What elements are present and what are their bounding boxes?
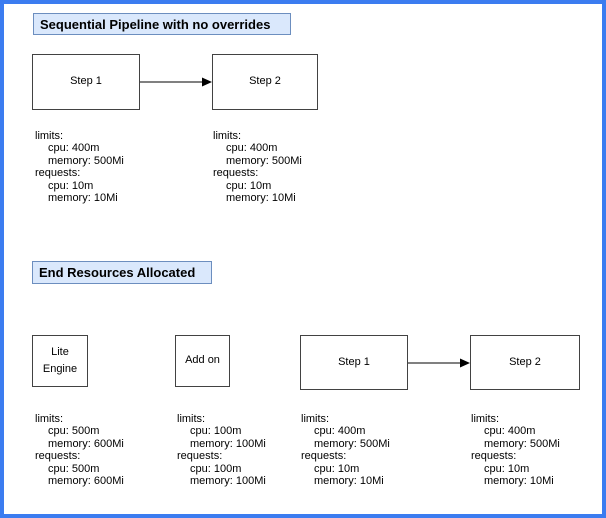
- res-line: memory: 500Mi: [314, 437, 390, 450]
- resources-step2-bottom: limits: cpu: 400m memory: 500Mi requests…: [471, 413, 560, 487]
- node-step1-top: Step 1: [32, 54, 140, 110]
- resources-step1-top: limits: cpu: 400m memory: 500Mi requests…: [35, 130, 124, 204]
- res-line: memory: 500Mi: [226, 154, 302, 167]
- resources-step2-top: limits: cpu: 400m memory: 500Mi requests…: [213, 130, 302, 204]
- node-step2-bottom-label: Step 2: [509, 355, 541, 368]
- node-lite-engine: Lite Engine: [32, 335, 88, 387]
- res-line: memory: 600Mi: [48, 437, 124, 450]
- res-line: limits:: [301, 413, 330, 425]
- res-line: requests:: [177, 450, 223, 463]
- arrow-step1-to-step2-bottom: [408, 358, 470, 368]
- res-line: cpu: 10m: [48, 179, 94, 192]
- res-line: cpu: 400m: [484, 425, 536, 438]
- res-line: cpu: 400m: [48, 142, 100, 155]
- res-line: memory: 10Mi: [226, 192, 296, 205]
- res-line: memory: 500Mi: [48, 154, 124, 167]
- res-line: requests:: [213, 167, 259, 180]
- res-line: cpu: 10m: [314, 462, 360, 475]
- section1-title: Sequential Pipeline with no overrides: [33, 13, 291, 35]
- res-line: cpu: 500m: [48, 462, 100, 475]
- res-line: cpu: 400m: [314, 425, 366, 438]
- res-line: cpu: 10m: [484, 462, 530, 475]
- node-add-on: Add on: [175, 335, 230, 387]
- resources-add-on: limits: cpu: 100m memory: 100Mi requests…: [177, 413, 266, 487]
- res-line: limits:: [471, 413, 500, 425]
- res-line: requests:: [35, 450, 81, 463]
- node-add-on-label: Add on: [185, 354, 220, 367]
- node-step1-top-label: Step 1: [70, 75, 102, 88]
- node-step2-top: Step 2: [212, 54, 318, 110]
- res-line: cpu: 10m: [226, 179, 272, 192]
- res-line: limits:: [213, 130, 242, 142]
- res-line: cpu: 100m: [190, 462, 242, 475]
- resources-step1-bottom: limits: cpu: 400m memory: 500Mi requests…: [301, 413, 390, 487]
- res-line: requests:: [35, 167, 81, 180]
- res-line: memory: 100Mi: [190, 475, 266, 488]
- resources-lite-engine: limits: cpu: 500m memory: 600Mi requests…: [35, 413, 124, 487]
- res-line: memory: 10Mi: [48, 192, 118, 205]
- res-line: memory: 500Mi: [484, 437, 560, 450]
- arrow-step1-to-step2-top: [140, 77, 212, 87]
- res-line: limits:: [35, 130, 64, 142]
- res-line: requests:: [301, 450, 347, 463]
- res-line: memory: 10Mi: [314, 475, 384, 488]
- node-step2-top-label: Step 2: [249, 75, 281, 88]
- res-line: memory: 600Mi: [48, 475, 124, 488]
- node-step2-bottom: Step 2: [470, 335, 580, 390]
- res-line: limits:: [177, 413, 206, 425]
- res-line: cpu: 500m: [48, 425, 100, 438]
- node-lite-engine-label: Lite Engine: [42, 345, 78, 375]
- res-line: limits:: [35, 413, 64, 425]
- res-line: memory: 10Mi: [484, 475, 554, 488]
- res-line: requests:: [471, 450, 517, 463]
- res-line: cpu: 400m: [226, 142, 278, 155]
- res-line: memory: 100Mi: [190, 437, 266, 450]
- res-line: cpu: 100m: [190, 425, 242, 438]
- section2-title: End Resources Allocated: [32, 261, 212, 284]
- node-step1-bottom: Step 1: [300, 335, 408, 390]
- node-step1-bottom-label: Step 1: [338, 355, 370, 368]
